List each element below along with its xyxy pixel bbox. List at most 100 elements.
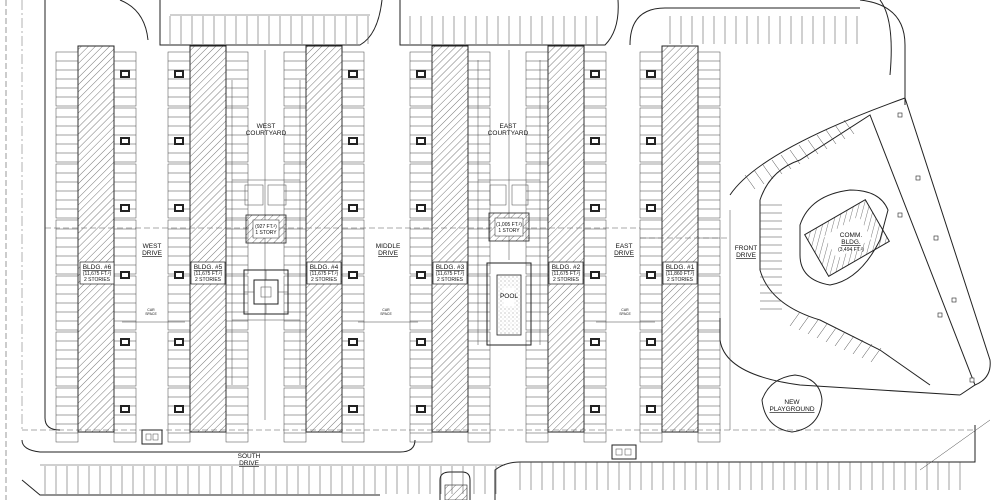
parking-stall-line	[852, 339, 864, 355]
building-tag-box	[306, 261, 342, 285]
stair-symbol-inner	[122, 206, 128, 210]
light-pole	[897, 112, 903, 118]
stair-symbol-inner	[648, 340, 654, 344]
car-space-markers: CAR SPACE CAR SPACE CAR SPACE	[122, 308, 655, 323]
south-drive	[21, 419, 991, 500]
building-name: BLDG. #6	[83, 264, 112, 271]
stair-symbol-inner	[176, 407, 182, 411]
parking-stall-line	[870, 347, 882, 363]
building-stories: 2 STORIES	[553, 277, 580, 283]
parking-stall-line	[843, 119, 855, 135]
courtyard-fountain	[243, 269, 289, 315]
south-drive-label-2: DRIVE	[239, 460, 260, 467]
west-drive-label-2: DRIVE	[142, 250, 163, 257]
car-space-label: SPACE	[380, 312, 392, 316]
comm-line1: COMM.	[840, 232, 863, 239]
stair-symbol-inner	[648, 407, 654, 411]
building-area: (11,675 FT.²)	[436, 271, 465, 277]
parking-stall-line	[762, 164, 774, 180]
west-drive-label-1: WEST	[143, 243, 162, 250]
light-pole	[951, 297, 957, 303]
stair-symbol-inner	[176, 340, 182, 344]
light-pole	[915, 175, 921, 181]
building-stories: 2 STORIES	[84, 277, 111, 283]
building-footprint	[547, 45, 585, 433]
building-footprint	[189, 45, 227, 433]
stair-symbol-inner	[350, 206, 356, 210]
parking-stall-line	[834, 331, 846, 347]
building-tag-box	[432, 261, 468, 285]
comm-line2: BLDG.	[841, 239, 861, 246]
east-drive-label-1: EAST	[616, 243, 633, 250]
stair-symbol-inner	[122, 72, 128, 76]
car-space-label: CAR	[147, 308, 155, 312]
middle-drive-label-2: DRIVE	[378, 250, 399, 257]
light-poles	[897, 112, 975, 383]
parking-stall-line	[834, 124, 846, 140]
stair-symbol-inner	[350, 72, 356, 76]
building-area: (11,675 FT.²)	[552, 271, 581, 277]
building-footprint	[305, 45, 343, 433]
east-courtyard-label-1: EAST	[500, 123, 517, 130]
parking-stall-line	[789, 311, 801, 327]
east-courtyard-label-2: COURTYARD	[488, 130, 529, 137]
unit-outlines	[55, 51, 721, 443]
west-small-building: (927 FT.²) 1 STORY	[245, 214, 287, 244]
parking-stall-line	[744, 174, 756, 190]
west-courtyard-label-1: WEST	[257, 123, 276, 130]
middle-drive-label-1: MIDDLE	[376, 243, 401, 250]
parking-stall-line	[861, 343, 873, 359]
north-roads	[119, 0, 906, 105]
building-stories: 2 STORIES	[667, 277, 694, 283]
car-space-label: SPACE	[619, 312, 631, 316]
car-space-label: CAR	[621, 308, 629, 312]
stair-symbol-inner	[592, 139, 598, 143]
light-pole	[933, 235, 939, 241]
front-drive-label-1: FRONT	[735, 245, 757, 252]
parking-stall-line	[843, 335, 855, 351]
west-small-stories: 1 STORY	[255, 230, 277, 236]
top-parking-stalls	[169, 16, 858, 44]
building-name: BLDG. #5	[194, 264, 223, 271]
stair-symbol-inner	[592, 340, 598, 344]
stair-symbol-inner	[122, 273, 128, 277]
stair-symbol-inner	[122, 139, 128, 143]
stair-symbol-inner	[350, 340, 356, 344]
front-drive	[719, 97, 991, 430]
stair-symbol-inner	[350, 273, 356, 277]
stair-symbol-inner	[592, 273, 598, 277]
stair-symbol-inner	[592, 72, 598, 76]
drive-labels: WEST DRIVE MIDDLE DRIVE EAST DRIVE FRONT…	[142, 243, 757, 467]
stair-symbol-inner	[176, 273, 182, 277]
building-name: BLDG. #4	[310, 264, 339, 271]
east-courtyard-paths	[477, 50, 541, 345]
light-pole	[937, 312, 943, 318]
building-stories: 2 STORIES	[437, 277, 464, 283]
building-area: (11,675 FT.²)	[310, 271, 339, 277]
parking-stall-line	[789, 149, 801, 165]
stair-symbol-inner	[122, 340, 128, 344]
parking-stall-line	[798, 144, 810, 160]
east-drive-label-2: DRIVE	[614, 250, 635, 257]
stair-symbol-inner	[648, 206, 654, 210]
building-name: BLDG. #2	[552, 264, 581, 271]
stair-symbol-inner	[350, 407, 356, 411]
building-tag-box	[662, 261, 698, 285]
pool: POOL	[486, 262, 532, 346]
stair-symbol-inner	[176, 206, 182, 210]
comm-area: (3,494 FT.²)	[838, 247, 864, 253]
stair-symbol-inner	[418, 407, 424, 411]
stair-symbol-inner	[418, 139, 424, 143]
building-footprint	[77, 45, 115, 433]
parking-stall-line	[807, 319, 819, 335]
building-name: BLDG. #3	[436, 264, 465, 271]
parking-stall-line	[825, 129, 837, 145]
stair-symbol-inner	[418, 72, 424, 76]
light-pole	[969, 377, 975, 383]
stair-symbol-inner	[648, 139, 654, 143]
stair-symbol-inner	[592, 407, 598, 411]
parking-stall-line	[798, 315, 810, 331]
east-small-area: (1,005 FT.²)	[496, 222, 522, 228]
